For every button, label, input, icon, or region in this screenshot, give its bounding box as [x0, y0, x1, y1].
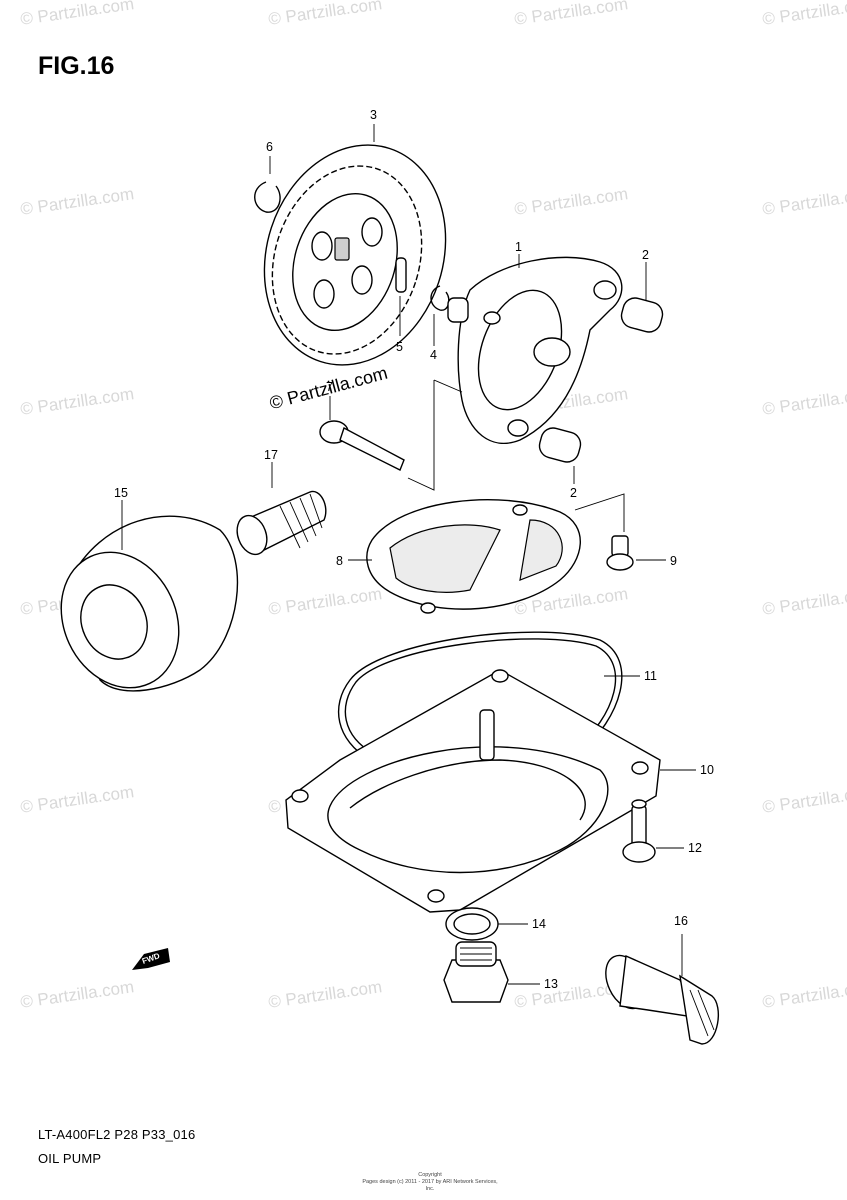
- callout-6: 6: [266, 140, 273, 154]
- callout-12: 12: [688, 841, 702, 855]
- callout-5: 5: [396, 340, 403, 354]
- part-3-driven-gear: [263, 144, 447, 366]
- fine-print: Copyright Pages design (c) 2011 - 2017 b…: [362, 1172, 498, 1192]
- callout-2-lower: 2: [570, 486, 577, 500]
- fwd-arrow-icon: [132, 948, 170, 970]
- callout-2-upper: 2: [642, 248, 649, 262]
- part-6-circlip: [254, 181, 281, 213]
- part-10-oil-pan: [285, 669, 661, 913]
- diagram-name: OIL PUMP: [38, 1151, 102, 1166]
- part-1-oil-pump: [447, 256, 623, 445]
- ref-line: [574, 493, 625, 532]
- part-4-clip: [430, 285, 450, 311]
- part-15-oil-filter: [60, 515, 239, 692]
- ref-line: [433, 379, 463, 393]
- callout-16: 16: [674, 914, 688, 928]
- part-17-oil-filter-union: [236, 490, 327, 556]
- figure-title: FIG.16: [38, 52, 115, 80]
- callout-17: 17: [264, 448, 278, 462]
- leader-lines: [121, 124, 696, 985]
- callout-13: 13: [544, 977, 558, 991]
- part-16-oil-pressure-switch: [605, 954, 719, 1045]
- model-code: LT-A400FL2 P28 P33_016: [38, 1127, 196, 1142]
- part-2-dowel-lower: [538, 427, 582, 463]
- callout-11: 11: [644, 669, 657, 683]
- part-7-bolt: [319, 420, 405, 471]
- callout-1: 1: [515, 240, 522, 254]
- callout-15: 15: [114, 486, 128, 500]
- part-12-bolt: [622, 799, 656, 863]
- part-8-oil-strainer: [366, 499, 581, 614]
- callout-8: 8: [336, 554, 343, 568]
- part-5-pin: [395, 257, 407, 293]
- part-14-gasket: [445, 907, 499, 941]
- callout-10: 10: [700, 763, 714, 777]
- ref-line: [407, 380, 435, 491]
- callout-7: 7: [326, 380, 333, 394]
- callout-14: 14: [532, 917, 546, 931]
- part-13-drain-plug: [443, 941, 509, 1003]
- callout-4: 4: [430, 348, 437, 362]
- part-2-dowel-upper: [620, 297, 664, 333]
- callout-3: 3: [370, 108, 377, 122]
- part-9-bolt: [606, 535, 634, 571]
- callout-9: 9: [670, 554, 677, 568]
